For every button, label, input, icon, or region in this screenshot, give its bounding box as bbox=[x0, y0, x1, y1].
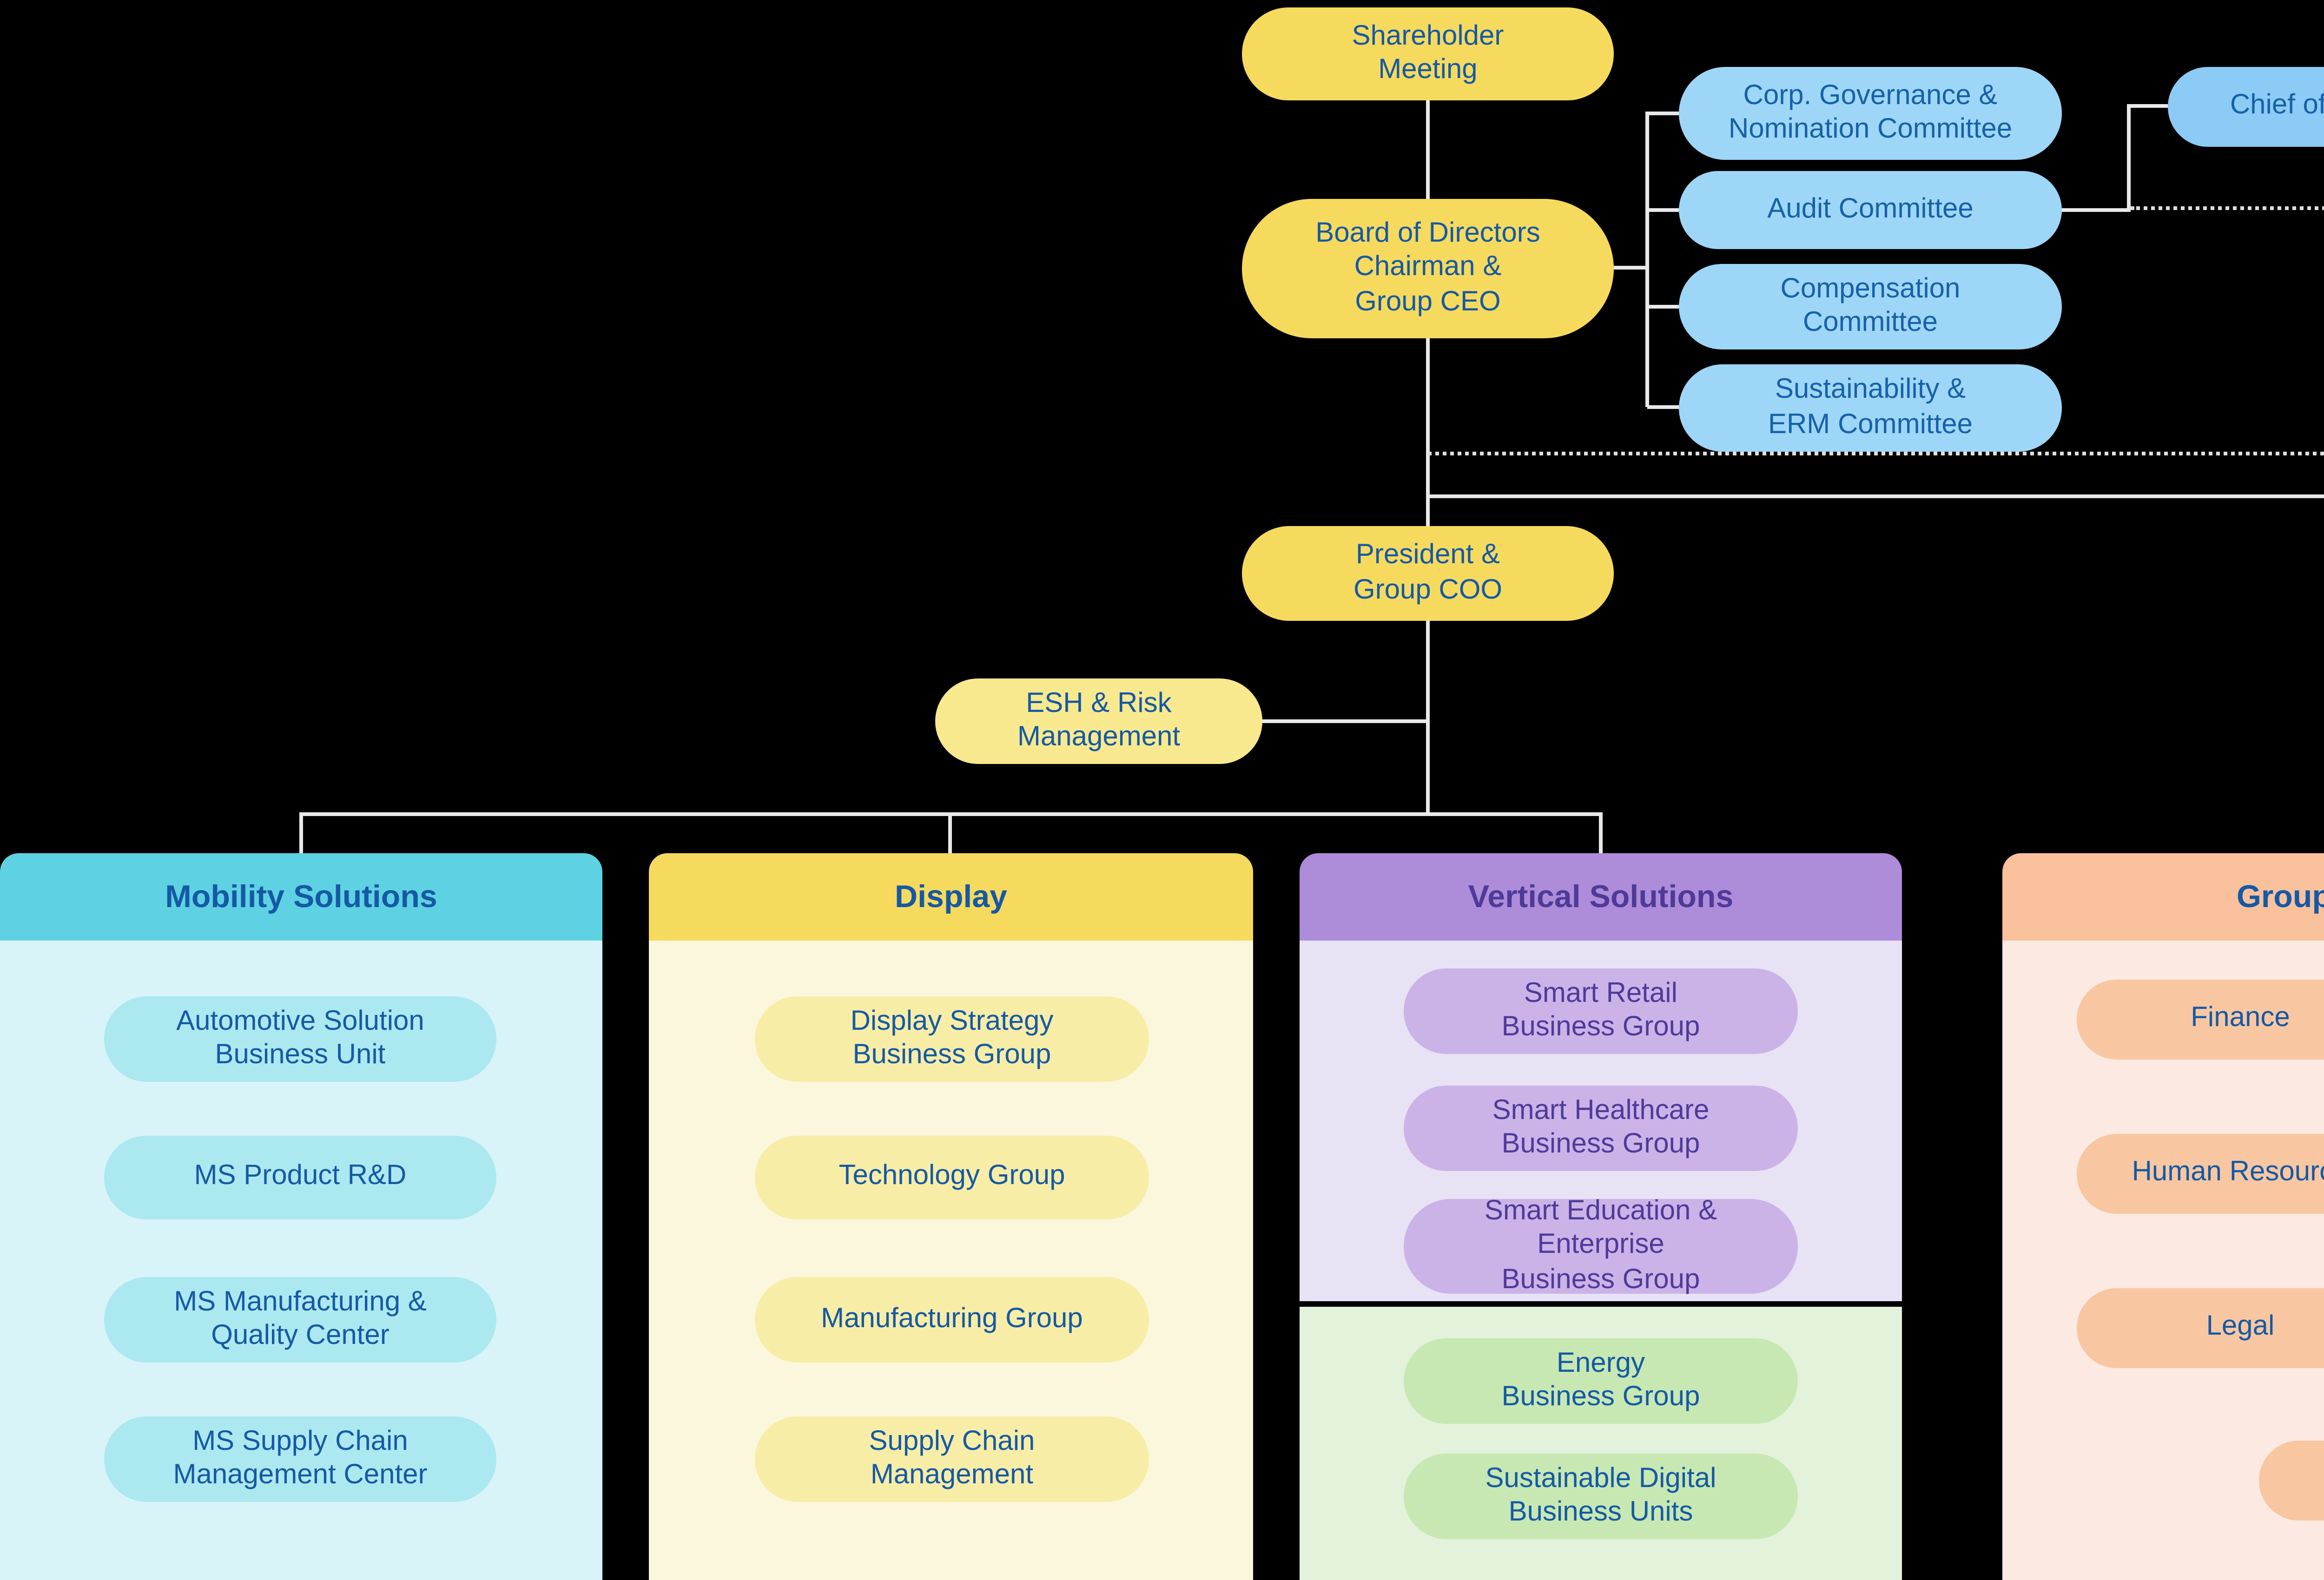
unit-pill: Smart Retail Business Group bbox=[1404, 968, 1798, 1054]
column-title: Mobility Solutions bbox=[0, 853, 602, 941]
node-esh-risk-management: ESH & Risk Management bbox=[935, 678, 1262, 764]
connector-line bbox=[948, 812, 952, 853]
node-chief-of-compliance: Chief of Compliance bbox=[2168, 67, 2324, 147]
connector-line bbox=[2060, 208, 2131, 212]
unit-pill: Technology Group bbox=[755, 1136, 1149, 1219]
unit-pill: Smart Healthcare Business Group bbox=[1404, 1086, 1798, 1171]
connector-line bbox=[1645, 112, 1649, 407]
connector-line bbox=[1426, 621, 1430, 812]
column-group-infrastructure: Group Infrastructure Unit Finance Digita… bbox=[2002, 853, 2324, 1580]
connector-line bbox=[299, 812, 303, 853]
committee-corp-governance: Corp. Governance & Nomination Committee bbox=[1679, 67, 2062, 160]
connector-line bbox=[1647, 208, 1679, 212]
column-title: Display bbox=[649, 853, 1253, 941]
connector-line bbox=[2127, 104, 2131, 212]
node-shareholder-meeting: Shareholder Meeting bbox=[1242, 7, 1614, 100]
connector-line bbox=[2127, 104, 2168, 108]
unit-pill: Supply Chain Management bbox=[755, 1416, 1149, 1502]
column-title: Vertical Solutions bbox=[1300, 853, 1902, 941]
node-board-of-directors: Board of Directors Chairman & Group CEO bbox=[1242, 199, 1614, 338]
unit-pill: Automotive Solution Business Unit bbox=[104, 996, 496, 1082]
unit-pill: MS Supply Chain Management Center bbox=[104, 1416, 496, 1502]
connector-line bbox=[1426, 494, 2324, 498]
unit-pill: Display Strategy Business Group bbox=[755, 996, 1149, 1082]
connector-line bbox=[1647, 305, 1679, 309]
connector-line bbox=[1647, 405, 1679, 409]
node-president-group-coo: President & Group COO bbox=[1242, 526, 1614, 621]
unit-pill: MS Product R&D bbox=[104, 1136, 496, 1219]
column-mobility-solutions: Mobility Solutions Automotive Solution B… bbox=[0, 853, 602, 1580]
committee-sustainability-erm: Sustainability & ERM Committee bbox=[1679, 364, 2062, 452]
unit-pill-auditing: Auditing bbox=[2259, 1441, 2324, 1521]
unit-pill: Human Resource bbox=[2077, 1134, 2324, 1214]
unit-pill: Manufacturing Group bbox=[755, 1277, 1149, 1363]
connector-line bbox=[1614, 266, 1647, 270]
column-title: Group Infrastructure Unit bbox=[2002, 853, 2324, 941]
connector-line bbox=[1647, 112, 1679, 115]
column-vertical-solutions: Vertical Solutions Smart Retail Business… bbox=[1300, 853, 1902, 1580]
unit-pill: Legal bbox=[2077, 1288, 2324, 1368]
connector-line bbox=[1262, 719, 1428, 723]
dotted-connector bbox=[1428, 452, 2324, 455]
unit-pill: Energy Business Group bbox=[1404, 1338, 1798, 1424]
connector-line bbox=[1426, 338, 1430, 526]
unit-pill: Smart Education & Enterprise Business Gr… bbox=[1404, 1195, 1798, 1295]
unit-pill: Finance bbox=[2077, 980, 2324, 1060]
connector-line bbox=[1599, 812, 1603, 853]
committee-compensation: Compensation Committee bbox=[1679, 264, 2062, 349]
unit-pill: Sustainable Digital Business Units bbox=[1404, 1454, 1798, 1539]
dotted-connector bbox=[2131, 206, 2324, 210]
column-display: Display Display Strategy Business Group … bbox=[649, 853, 1253, 1580]
connector-line bbox=[1426, 100, 1430, 199]
committee-audit: Audit Committee bbox=[1679, 171, 2062, 249]
unit-pill: MS Manufacturing & Quality Center bbox=[104, 1277, 496, 1363]
